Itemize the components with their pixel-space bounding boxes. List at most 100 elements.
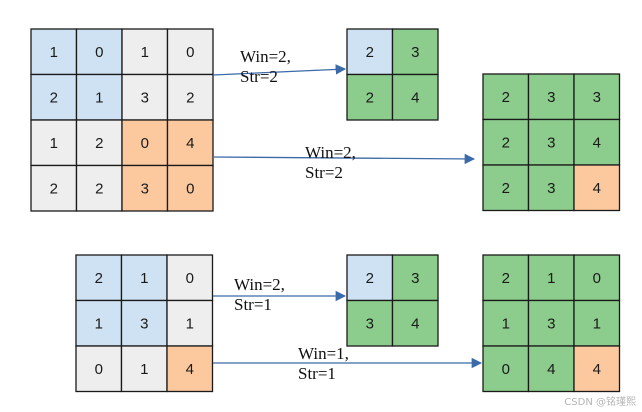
grid-cell (527, 164, 575, 212)
cell-value: 3 (547, 89, 555, 106)
grid-cell (166, 119, 214, 167)
grid-cell (166, 28, 214, 76)
cell-value: 2 (50, 89, 58, 106)
cell-value: 2 (502, 270, 510, 287)
arrow-label-a1-line2: Str=2 (240, 67, 278, 86)
cell-value: 4 (186, 135, 194, 152)
grid-cell (75, 119, 123, 167)
grid-cell (75, 28, 123, 76)
cell-value: 1 (95, 315, 103, 332)
cell-value: 2 (366, 89, 374, 106)
cell-value: 0 (95, 361, 103, 378)
grid-cell (573, 254, 621, 302)
grid-cell (573, 118, 621, 166)
cell-value: 2 (95, 270, 103, 287)
cell-value: 0 (593, 270, 601, 287)
cell-value: 1 (140, 361, 148, 378)
cell-value: 4 (547, 361, 555, 378)
cell-value: 0 (95, 44, 103, 61)
cell-value: 1 (547, 270, 555, 287)
output-b1-grid: 2 3 3 4 (346, 254, 439, 347)
cell-value: 2 (366, 44, 374, 61)
arrow-label-a2-line1: Win=2, (305, 143, 356, 162)
input-b-grid: 2 1 0 1 3 1 0 1 4 (75, 254, 214, 393)
cell-value: 3 (411, 44, 419, 61)
grid-cell (573, 164, 621, 212)
arrow-label-b2-line2: Str=1 (298, 364, 336, 383)
grid-cell (573, 73, 621, 121)
grid-cell (346, 299, 394, 347)
cell-value: 2 (95, 180, 103, 197)
cell-value: 2 (95, 135, 103, 152)
cell-value: 1 (502, 315, 510, 332)
cell-value: 4 (411, 315, 419, 332)
grid-cell (482, 345, 530, 393)
cell-value: 4 (593, 180, 601, 197)
arrow-label-a2-line2: Str=2 (305, 163, 343, 182)
watermark: CSDN @铭瑾熙 (564, 395, 636, 408)
cell-value: 4 (593, 134, 601, 151)
grid-cell (166, 73, 214, 121)
grid-cell (527, 299, 575, 347)
cell-value: 1 (593, 315, 601, 332)
grid-cell (391, 299, 439, 347)
arrow-label-b1-line1: Win=2, (234, 275, 285, 294)
cell-value: 3 (411, 270, 419, 287)
grid-cell (527, 345, 575, 393)
cell-value: 4 (186, 361, 194, 378)
cell-value: 0 (186, 180, 194, 197)
cell-value: 2 (502, 134, 510, 151)
cell-value: 2 (366, 270, 374, 287)
cell-value: 0 (186, 44, 194, 61)
cell-value: 1 (95, 89, 103, 106)
cell-value: 3 (547, 134, 555, 151)
cell-value: 1 (140, 270, 148, 287)
grid-cell (166, 164, 214, 212)
cell-value: 4 (411, 89, 419, 106)
cell-value: 3 (141, 89, 149, 106)
cell-value: 1 (186, 315, 194, 332)
grid-cell (482, 299, 530, 347)
grid-cell (391, 28, 439, 76)
arrow-a2 (212, 153, 476, 165)
grid-cell (346, 28, 394, 76)
cell-value: 1 (141, 44, 149, 61)
arrow-label-b1-line2: Str=1 (234, 295, 272, 314)
input-a-grid: 1 0 1 0 2 1 3 2 1 2 0 4 2 2 3 0 (30, 28, 214, 212)
cell-value: 3 (547, 315, 555, 332)
output-a1-grid: 2 3 2 4 (346, 28, 439, 121)
cell-value: 1 (50, 135, 58, 152)
grid-cell (75, 345, 123, 393)
grid-cell (527, 73, 575, 121)
grid-cell (166, 345, 214, 393)
arrow-label-a1-line1: Win=2, (240, 47, 291, 66)
cell-value: 3 (547, 180, 555, 197)
cell-value: 0 (141, 135, 149, 152)
grid-cell (75, 73, 123, 121)
grid-cell (391, 73, 439, 121)
cell-value: 2 (186, 89, 194, 106)
cell-value: 2 (50, 180, 58, 197)
grid-cell (346, 73, 394, 121)
grid-cell (482, 164, 530, 212)
grid-cell (75, 164, 123, 212)
grid-cell (482, 73, 530, 121)
cell-value: 3 (366, 315, 374, 332)
grid-cell (120, 345, 168, 393)
grid-cell (573, 299, 621, 347)
cell-value: 4 (593, 361, 601, 378)
grid-cell (30, 28, 78, 76)
output-b2-grid: 2 1 0 1 3 1 0 4 4 (482, 254, 621, 393)
cell-value: 2 (502, 89, 510, 106)
cell-value: 3 (141, 180, 149, 197)
cell-value: 1 (50, 44, 58, 61)
cell-value: 3 (140, 315, 148, 332)
cell-value: 0 (186, 270, 194, 287)
grid-cell (573, 345, 621, 393)
grid-cell (120, 254, 168, 302)
grid-cell (30, 164, 78, 212)
cell-value: 3 (593, 89, 601, 106)
cell-value: 0 (502, 361, 510, 378)
